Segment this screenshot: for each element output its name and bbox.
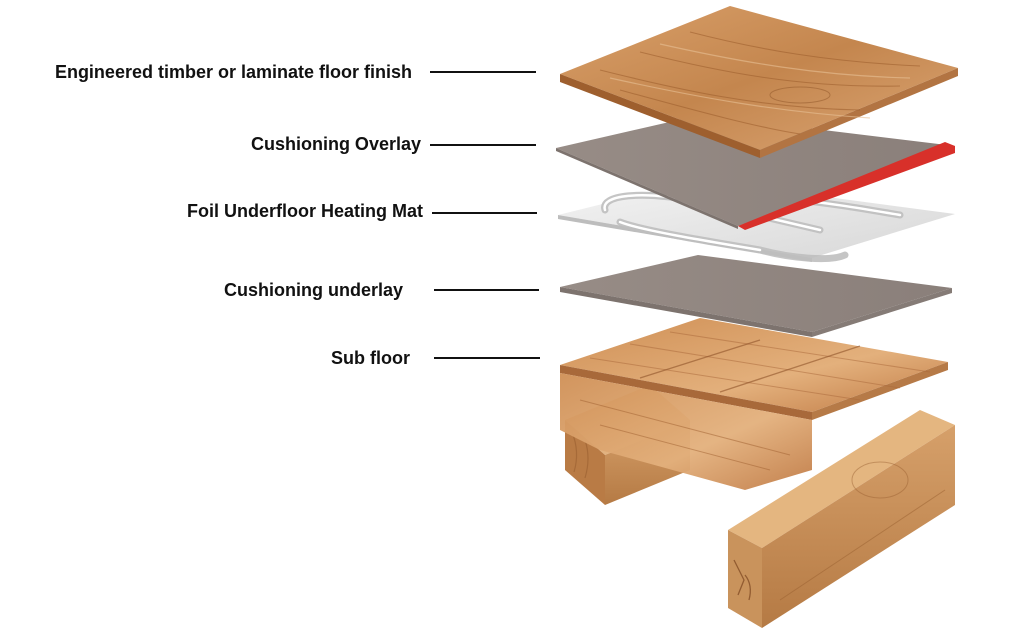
label-sub-floor: Sub floor <box>331 348 410 368</box>
leader-cushioning-overlay <box>430 144 536 146</box>
leader-heating-mat <box>432 212 537 214</box>
label-cushioning-overlay: Cushioning Overlay <box>250 134 421 154</box>
leader-sub-floor <box>434 357 540 359</box>
sub-floor-layer <box>560 318 948 420</box>
red-edge-strip <box>738 142 955 230</box>
timber-floor-finish-layer <box>560 6 958 158</box>
leader-floor-finish <box>430 71 536 73</box>
label-heating-mat: Foil Underfloor Heating Mat <box>187 201 423 221</box>
cushioning-overlay-layer <box>556 115 955 230</box>
label-floor-finish: Engineered timber or laminate floor fini… <box>54 62 412 82</box>
joist-right <box>728 410 955 628</box>
cushioning-underlay-layer <box>560 255 952 337</box>
leader-cushioning-underlay <box>434 289 539 291</box>
sub-floor-planks <box>560 373 812 490</box>
label-cushioning-underlay: Cushioning underlay <box>223 280 403 300</box>
